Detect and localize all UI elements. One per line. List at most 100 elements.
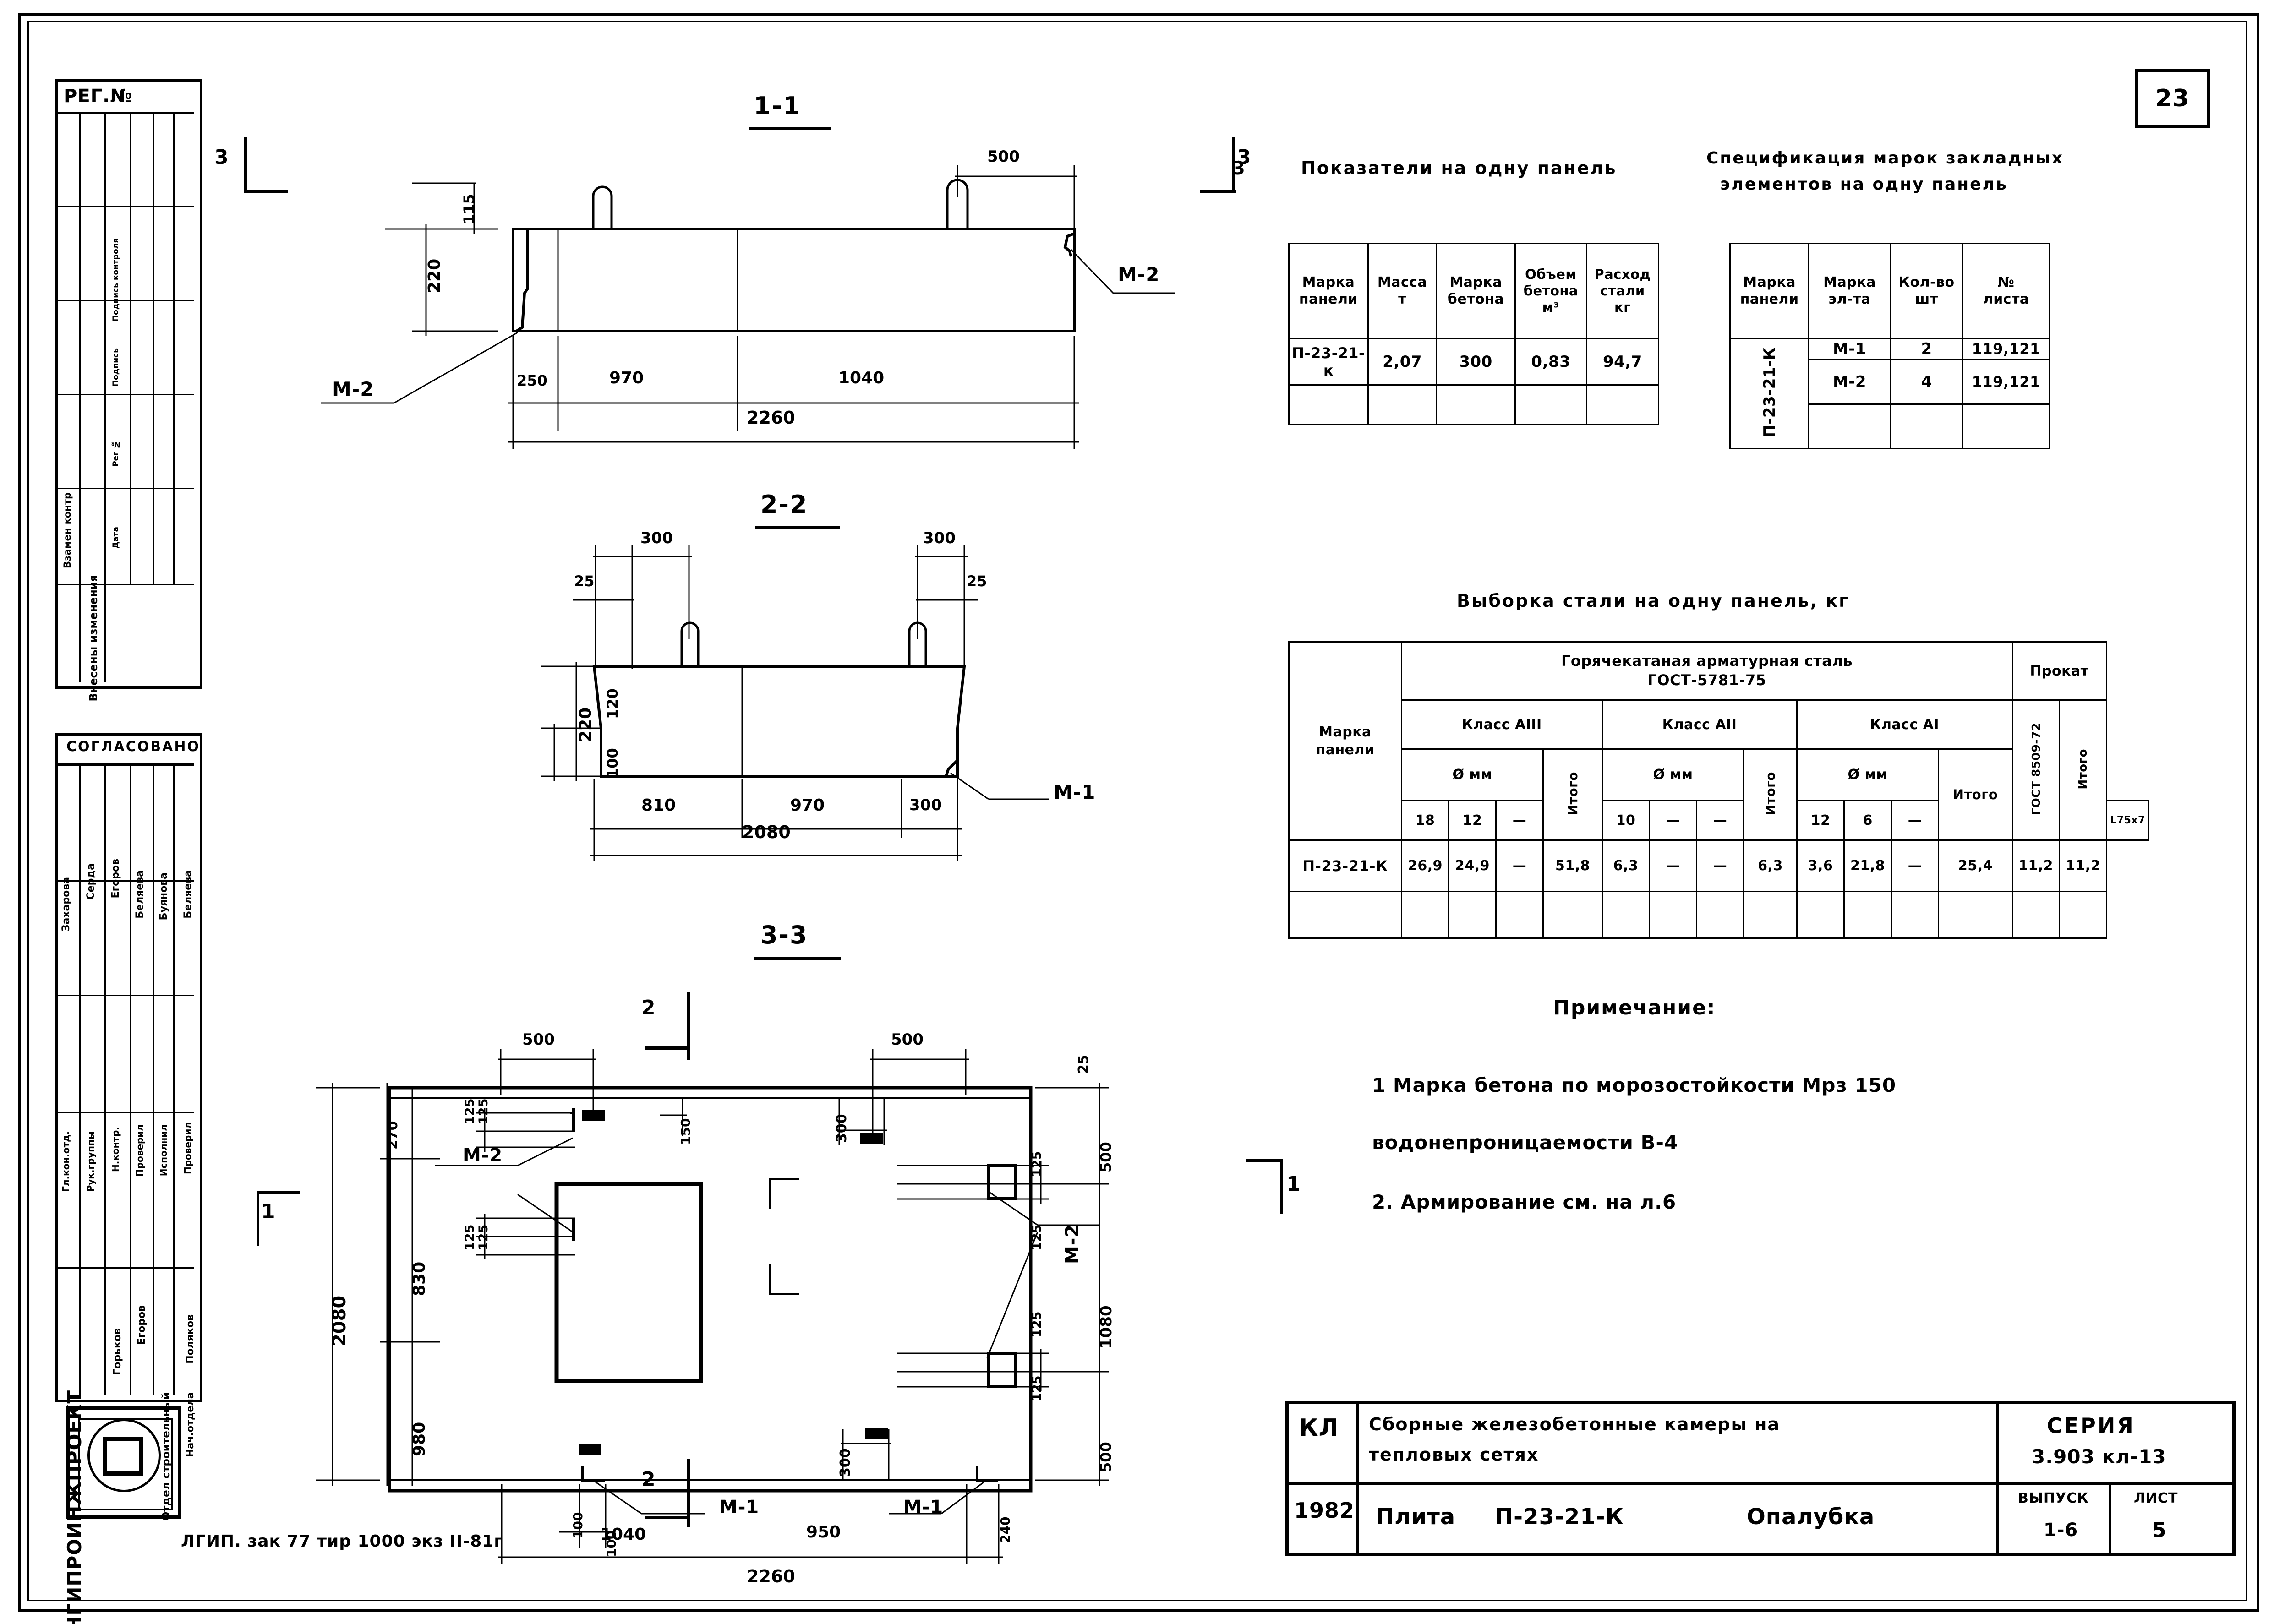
spec-row-1: П-23-21-К М-1 2 119,121 (1729, 338, 2050, 449)
steel-rolled-gost: ГОСТ 8509-72 (2029, 723, 2043, 816)
steel-e-13 (2012, 891, 2060, 939)
steel-diam-AI: Ø мм (1796, 748, 1939, 801)
th-st-l3: кг (1614, 300, 1631, 316)
spec-th-qty-l2: шт (1915, 291, 1938, 307)
dim-125-l3-3-3: 125 (476, 1224, 491, 1250)
dim-125-l1-3-3: 125 (476, 1098, 491, 1124)
table-row-empty (1288, 384, 1660, 425)
section-tag-3-table: 3 (1232, 158, 1246, 179)
doc-code: 1982 (1294, 1498, 1355, 1523)
dim-150-3-3: 150 (678, 1118, 693, 1145)
steel-header-values: 18 12 — 10 — — 12 6 — L75x7 (1289, 800, 2149, 841)
dim-125-r3-3-3: 125 (1030, 1311, 1044, 1337)
spec-th-sheet: № листа (1962, 243, 2050, 339)
cell-mass: 2,07 (1367, 338, 1438, 386)
steel-total-AII-label: Итого (1763, 772, 1778, 816)
steel-row-mark: П-23-21-К (1288, 839, 1402, 892)
section-tag-1-left: 1 (261, 1200, 276, 1223)
steel-group-rolled: Прокат (2012, 641, 2107, 701)
spec-th-sheet-l2: листа (1983, 291, 2029, 307)
dim-240-3-3: 240 (998, 1516, 1013, 1543)
dim-270-3-3: 270 (385, 1121, 401, 1150)
dim-970-2-2: 970 (790, 796, 825, 815)
approval-title: СОГЛАСОВАНО (66, 739, 200, 755)
steel-v-AI-0: 3,6 (1796, 839, 1845, 892)
sheet-label: ЛИСТ (2134, 1490, 2178, 1506)
steel-e-7 (1696, 891, 1744, 939)
steel-e-10 (1843, 891, 1892, 939)
spec-th-qty-l1: Кол-во (1898, 274, 1955, 290)
dim-125-r4-3-3: 125 (1030, 1375, 1044, 1401)
cell-empty-3 (1514, 384, 1587, 425)
dim-2260-3-3: 2260 (747, 1566, 795, 1586)
steel-d-AI-2: — (1891, 800, 1939, 841)
steel-v-AIII-2: — (1495, 839, 1544, 892)
dim-2080-3-3: 2080 (329, 1295, 350, 1346)
steel-diam-AIII: Ø мм (1401, 748, 1544, 801)
dim-1040-3-3: 1040 (600, 1525, 646, 1544)
dim-125-r2-3-3: 125 (1030, 1224, 1044, 1250)
steel-e-0 (1288, 891, 1402, 939)
steel-rolled-total-label: Итого (2076, 749, 2090, 790)
th-mark-l1: Марка (1302, 274, 1355, 290)
approval-title-cell: СОГЛАСОВАНО (57, 735, 199, 766)
dim-300-top-3-3: 300 (834, 1114, 850, 1143)
dim-950-3-3: 950 (806, 1523, 841, 1542)
dim-2260-1-1: 2260 (747, 408, 795, 428)
steel-data-row: П-23-21-К 26,9 24,9 — 51,8 6,3 — — 6,3 3… (1288, 839, 2149, 892)
steel-rolled-gost-cell: ГОСТ 8509-72 (2012, 699, 2060, 841)
steel-v-AIII-total: 51,8 (1542, 839, 1603, 892)
steel-empty-row (1288, 891, 2149, 939)
steel-group-main-l2: ГОСТ-5781-75 (1647, 671, 1766, 689)
dim-500-1-1: 500 (987, 147, 1020, 166)
spec-row-2: М-2 4 119,121 (1730, 359, 2050, 405)
th-steel: Расход стали кг (1585, 243, 1660, 339)
note-item-1: водонепроницаемости В-4 (1372, 1131, 1678, 1154)
dim-25-right-2-2: 25 (967, 572, 987, 590)
dim-25-3-3: 25 (1076, 1055, 1092, 1074)
cell-empty-0 (1288, 384, 1369, 425)
dim-125-l4-3-3: 125 (463, 1224, 477, 1250)
dim-300-bot-3-3: 300 (837, 1448, 853, 1477)
spec-panel-mark-cell: П-23-21-К (1729, 338, 1810, 449)
sheet-footer: ЛГИП. зак 77 тир 1000 экз II-81г (181, 1532, 503, 1551)
spec-qty-2 (1889, 403, 1964, 449)
steel-d-AII-2: — (1696, 800, 1744, 841)
steel-d-AI-1: 6 (1843, 800, 1892, 841)
cell-concrete-mark: 300 (1436, 338, 1516, 386)
steel-e-6 (1649, 891, 1697, 939)
spec-th-elem: Марка эл-та (1808, 243, 1891, 339)
sheet-frame-inner (27, 21, 2247, 1601)
dim-810-2-2: 810 (641, 796, 676, 815)
dim-980-3-3: 980 (410, 1422, 429, 1456)
issue-label: ВЫПУСК (2018, 1490, 2089, 1506)
th-cv-l2: бетона (1523, 283, 1578, 299)
register-block (55, 79, 202, 689)
steel-header-classes: Класс AIII Класс AII Класс AI ГОСТ 8509-… (1289, 699, 2149, 841)
dim-500-r1-3-3: 500 (1097, 1142, 1115, 1172)
project-line2: тепловых сетях (1369, 1444, 1539, 1465)
steel-v-AI-total: 25,4 (1938, 839, 2013, 892)
steel-class-AI: Класс AI (1796, 699, 2013, 750)
section-tag-3-right: 3 (1237, 146, 1252, 169)
section-tag-3-left: 3 (214, 146, 229, 169)
section-tag-2-top: 2 (641, 996, 656, 1019)
view-title-2-2: 2-2 (760, 490, 808, 519)
view-title-3-3: 3-3 (760, 921, 808, 949)
spec-panel-mark: П-23-21-К (1760, 347, 1779, 438)
cell-empty-4 (1585, 384, 1660, 425)
steel-v-AII-1: — (1649, 839, 1697, 892)
spec-th-panel-l1: Марка (1743, 274, 1796, 290)
th-mass: Масса т (1367, 243, 1438, 339)
steel-v-AII-total: 6,3 (1743, 839, 1798, 892)
cell-mark: П-23-21-к (1288, 338, 1369, 386)
mark-M2-left-3-3: М-2 (463, 1145, 503, 1166)
spec-th-qty: Кол-во шт (1889, 243, 1964, 339)
cell-steel: 94,7 (1585, 338, 1660, 386)
spec-qty-1: 4 (1889, 359, 1964, 405)
dim-100-a-3-3: 100 (570, 1512, 585, 1539)
steel-d-AIII-2: — (1495, 800, 1544, 841)
steel-v-rolled: 11,2 (2012, 839, 2060, 892)
